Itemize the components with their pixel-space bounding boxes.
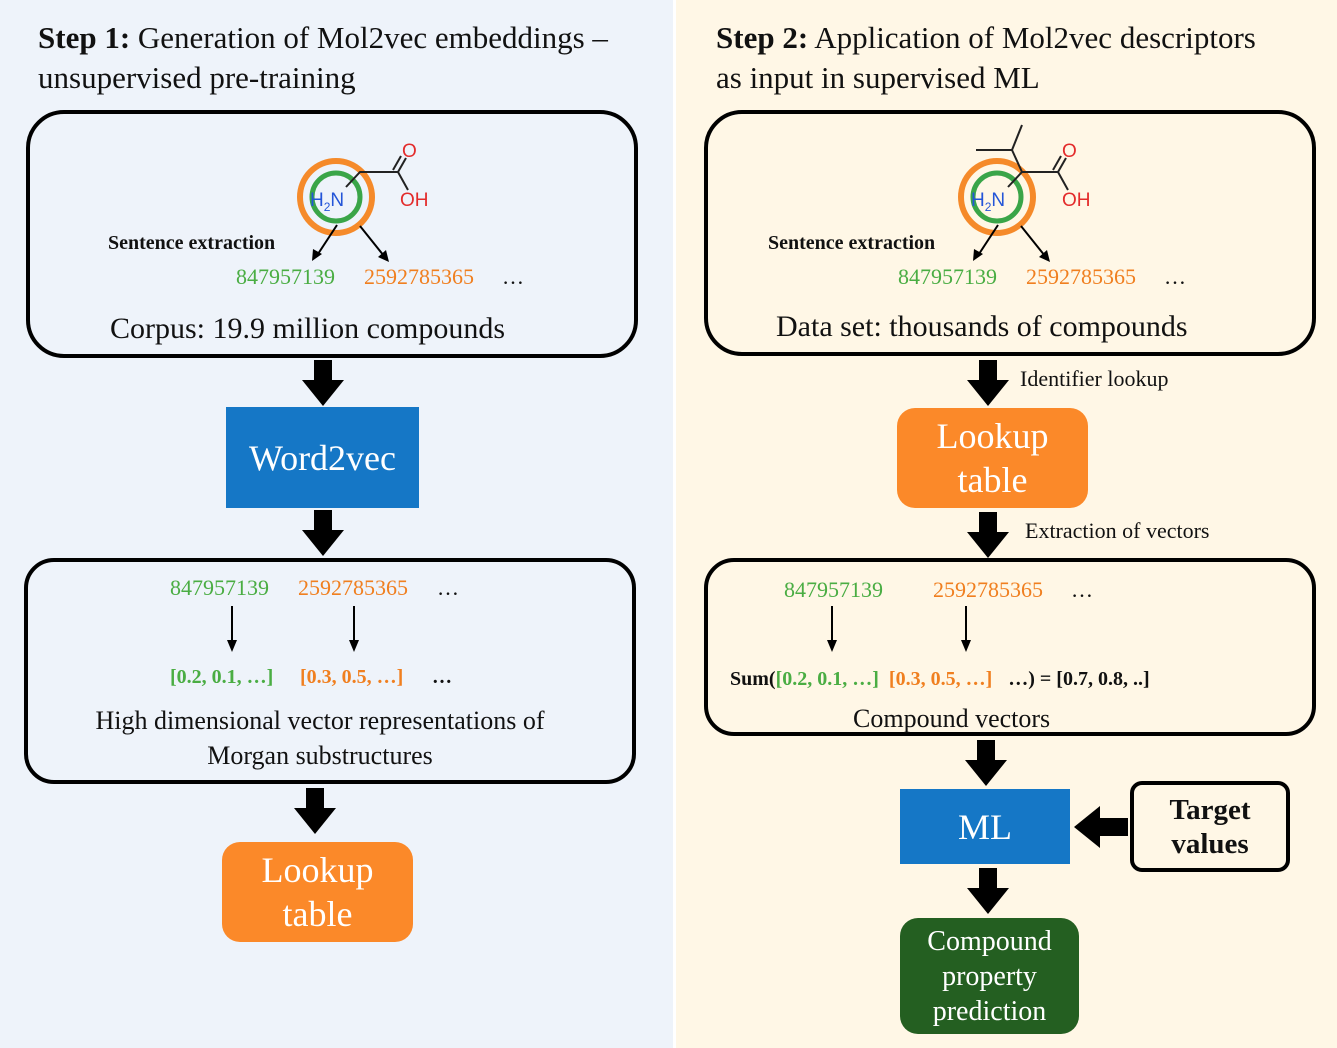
representation-line1: High dimensional vector representations … (95, 706, 545, 735)
step2-identifier-ellipsis: … (1164, 264, 1186, 289)
prediction-line3: prediction (932, 995, 1047, 1027)
step2-vector-identifier-b: 2592785365 (933, 577, 1043, 602)
prediction-line2: property (942, 960, 1037, 992)
step2-heading-line2: as input in supervised ML (716, 60, 1040, 95)
corpus-label: Corpus: 19.9 million compounds (110, 312, 506, 345)
left-hydroxyl-label: OH (400, 190, 429, 211)
flow-arrow-corpus-to-word2vec (302, 360, 344, 406)
identifier-lookup-label: Identifier lookup (1020, 366, 1169, 391)
flow-arrow-word2vec-to-vectors (302, 510, 344, 556)
step1-identifier-a: 847957139 (236, 264, 335, 289)
step1-lookup-table-box: Lookup table (222, 842, 413, 942)
step2-heading-line1: Application of Mol2vec descriptors (814, 20, 1256, 55)
glycine-molecule-icon: O OH H2N (297, 141, 429, 262)
target-line1: Target (1169, 793, 1251, 826)
thin-arrow-left-a (227, 606, 237, 652)
vector-representation-card (24, 558, 636, 784)
compound-vectors-label: Compound vectors (853, 704, 1051, 733)
step1-vector-b: [0.3, 0.5, …] (300, 666, 404, 688)
sum-close: …) = [0.7, 0.8, ..] (1008, 668, 1150, 690)
step1-heading: Step 1: Generation of Mol2vec embeddings… (38, 18, 608, 58)
step2-heading-bold: Step 2: (716, 20, 809, 55)
sum-open: Sum( (730, 668, 776, 690)
step2-sentence-extraction-label: Sentence extraction (768, 232, 936, 254)
step2-vector-b: [0.3, 0.5, …] (888, 668, 993, 690)
left-amine-label: H2N (310, 190, 344, 214)
target-line2: values (1171, 827, 1249, 860)
step1-heading-bold: Step 1: (38, 20, 131, 55)
flow-arrow-lookup-to-vectors (967, 512, 1009, 558)
dataset-label: Data set: thousands of compounds (776, 310, 1188, 343)
step1-vector-identifier-b: 2592785365 (298, 575, 408, 600)
flow-arrow-vectors-to-ml (965, 740, 1007, 786)
step2-vector-a: [0.2, 0.1, …] (775, 668, 879, 690)
representation-line2: Morgan substructures (207, 741, 433, 770)
extraction-of-vectors-label: Extraction of vectors (1025, 518, 1210, 543)
thin-arrow-right-a (827, 606, 837, 652)
flow-arrow-ml-to-prediction (967, 868, 1009, 914)
left-oxygen-label: O (402, 141, 417, 162)
step2-lookup-line1: Lookup (936, 416, 1049, 456)
step1-sentence-extraction-label: Sentence extraction (108, 232, 276, 254)
right-hydroxyl-label: OH (1062, 190, 1091, 211)
property-prediction-box: Compound property prediction (900, 918, 1079, 1034)
step2-lookup-table-box: Lookup table (897, 408, 1088, 508)
step1-heading-line1: Generation of Mol2vec embeddings – (137, 20, 608, 55)
sum-expression: Sum([0.2, 0.1, …] [0.3, 0.5, …] …) = [0.7,… (730, 668, 1150, 691)
step2-vector-identifier-a: 847957139 (784, 577, 883, 602)
step1-vector-identifier-ellipsis: … (437, 575, 459, 600)
valine-molecule-icon: O OH H2N (958, 124, 1091, 262)
step2-identifier-b: 2592785365 (1026, 264, 1136, 289)
corpus-card (26, 110, 638, 358)
flow-arrow-target-to-ml (1074, 806, 1128, 848)
ml-box: ML (900, 789, 1070, 864)
step1-identifier-ellipsis: … (502, 264, 524, 289)
step2-lookup-line2: table (957, 460, 1028, 500)
right-oxygen-label: O (1062, 141, 1077, 162)
right-amine-label: H2N (971, 190, 1005, 214)
step1-lookup-line1: Lookup (261, 850, 374, 890)
step2-heading: Step 2: Application of Mol2vec descripto… (716, 18, 1256, 58)
compound-vectors-card (704, 558, 1316, 736)
word2vec-box: Word2vec (226, 407, 419, 508)
flow-arrow-dataset-to-lookup (967, 360, 1009, 406)
prediction-line1: Compound (927, 925, 1052, 957)
step2-vector-identifier-ellipsis: … (1071, 577, 1093, 602)
step1-heading-line2: unsupervised pre-training (38, 60, 356, 95)
thin-arrow-left-b (349, 606, 359, 652)
dataset-card (704, 110, 1316, 356)
step1-vector-ellipsis: … (432, 666, 452, 688)
step2-identifier-a: 847957139 (898, 264, 997, 289)
flow-arrow-vectors-to-lookup (294, 788, 336, 834)
step1-vector-a: [0.2, 0.1, …] (170, 666, 274, 688)
word2vec-label: Word2vec (248, 437, 397, 478)
thin-arrow-right-b (961, 606, 971, 652)
step1-lookup-line2: table (282, 894, 353, 934)
step1-vector-identifier-a: 847957139 (170, 575, 269, 600)
ml-label: ML (958, 806, 1012, 847)
target-values-box: Target values (1130, 781, 1290, 872)
step1-identifier-b: 2592785365 (364, 264, 474, 289)
